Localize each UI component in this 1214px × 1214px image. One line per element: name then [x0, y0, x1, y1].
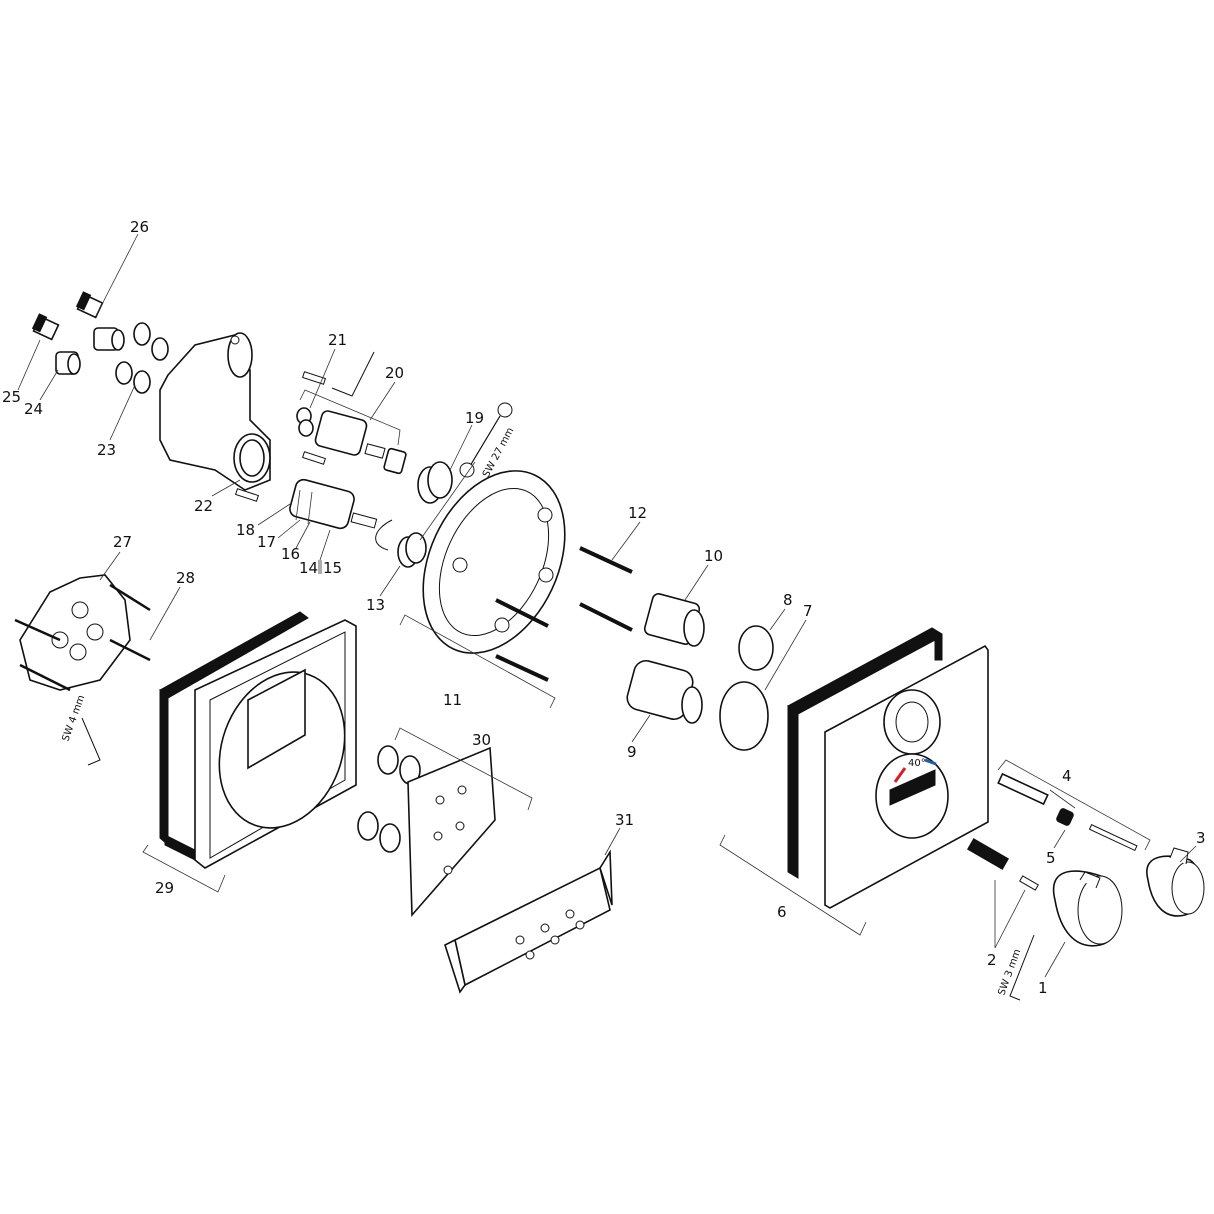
part-6-trim-plate: 40° — [787, 627, 989, 909]
part-20-cartridge — [296, 407, 407, 475]
hex-key-4-label: SW 4 mm — [60, 694, 87, 743]
label-2: 2 — [987, 951, 997, 969]
label-26: 26 — [130, 218, 149, 236]
label-29: 29 — [155, 879, 174, 897]
hex-key-3-tool — [1009, 934, 1035, 1001]
label-6: 6 — [777, 903, 787, 921]
wrench-tool — [459, 402, 513, 478]
label-24: 24 — [24, 400, 43, 418]
label-18: 18 — [236, 521, 255, 539]
part-2-spindle — [966, 838, 1039, 891]
part-28-screws — [14, 583, 151, 692]
part-7-ring — [719, 681, 769, 751]
label-7: 7 — [803, 602, 813, 620]
label-17: 17 — [257, 533, 276, 551]
part-3-handle — [1146, 847, 1205, 917]
part-4-extension-set — [997, 772, 1138, 852]
label-31: 31 — [615, 811, 634, 829]
part-26-check-valve — [75, 291, 104, 319]
part-13-ring — [397, 532, 427, 568]
label-1: 1 — [1038, 979, 1048, 997]
label-9: 9 — [627, 743, 637, 761]
label-20: 20 — [385, 364, 404, 382]
part-22-valve-body — [159, 332, 271, 491]
label-25: 25 — [2, 388, 21, 406]
part-25-check-valve — [31, 313, 60, 341]
dial-temperature: 40° — [908, 758, 926, 769]
leader-lines — [17, 233, 1197, 978]
part-21-screws — [234, 351, 375, 502]
label-11: 11 — [443, 691, 462, 709]
label-14: 14 — [299, 559, 318, 577]
label-8: 8 — [783, 591, 793, 609]
label-15: 15 — [323, 559, 342, 577]
label-10: 10 — [704, 547, 723, 565]
label-4: 4 — [1062, 767, 1072, 785]
part-29-mounting-frame — [159, 611, 357, 869]
part-27-housing — [19, 574, 131, 691]
part-30-seal-plate — [357, 745, 496, 918]
hot-indicator — [893, 767, 907, 783]
label-28: 28 — [176, 569, 195, 587]
label-27: 27 — [113, 533, 132, 551]
part-8-ring — [738, 625, 774, 671]
hex-key-4-tool — [81, 717, 101, 766]
label-19: 19 — [465, 409, 484, 427]
label-5: 5 — [1046, 849, 1056, 867]
label-30: 30 — [472, 731, 491, 749]
part-12-screws — [495, 546, 633, 682]
part-19-nut — [417, 461, 453, 504]
label-16: 16 — [281, 545, 300, 563]
part-31-bracket — [444, 849, 613, 994]
part-labels: 26 25 24 23 22 21 20 19 18 17 16 14 15 1… — [2, 218, 1206, 997]
label-22: 22 — [194, 497, 213, 515]
part-9-extension — [626, 659, 703, 724]
label-3: 3 — [1196, 829, 1206, 847]
label-23: 23 — [97, 441, 116, 459]
part-1-handle — [1052, 870, 1123, 947]
part-18-thermostatic-cartridge — [289, 478, 393, 551]
label-12: 12 — [628, 504, 647, 522]
label-21: 21 — [328, 331, 347, 349]
part-11-plaster-guard — [422, 470, 566, 654]
cold-indicator — [924, 758, 937, 766]
label-13: 13 — [366, 596, 385, 614]
part-23-o-rings — [115, 322, 169, 394]
part-10-extension — [643, 593, 705, 647]
part-24-sleeve — [55, 327, 125, 375]
